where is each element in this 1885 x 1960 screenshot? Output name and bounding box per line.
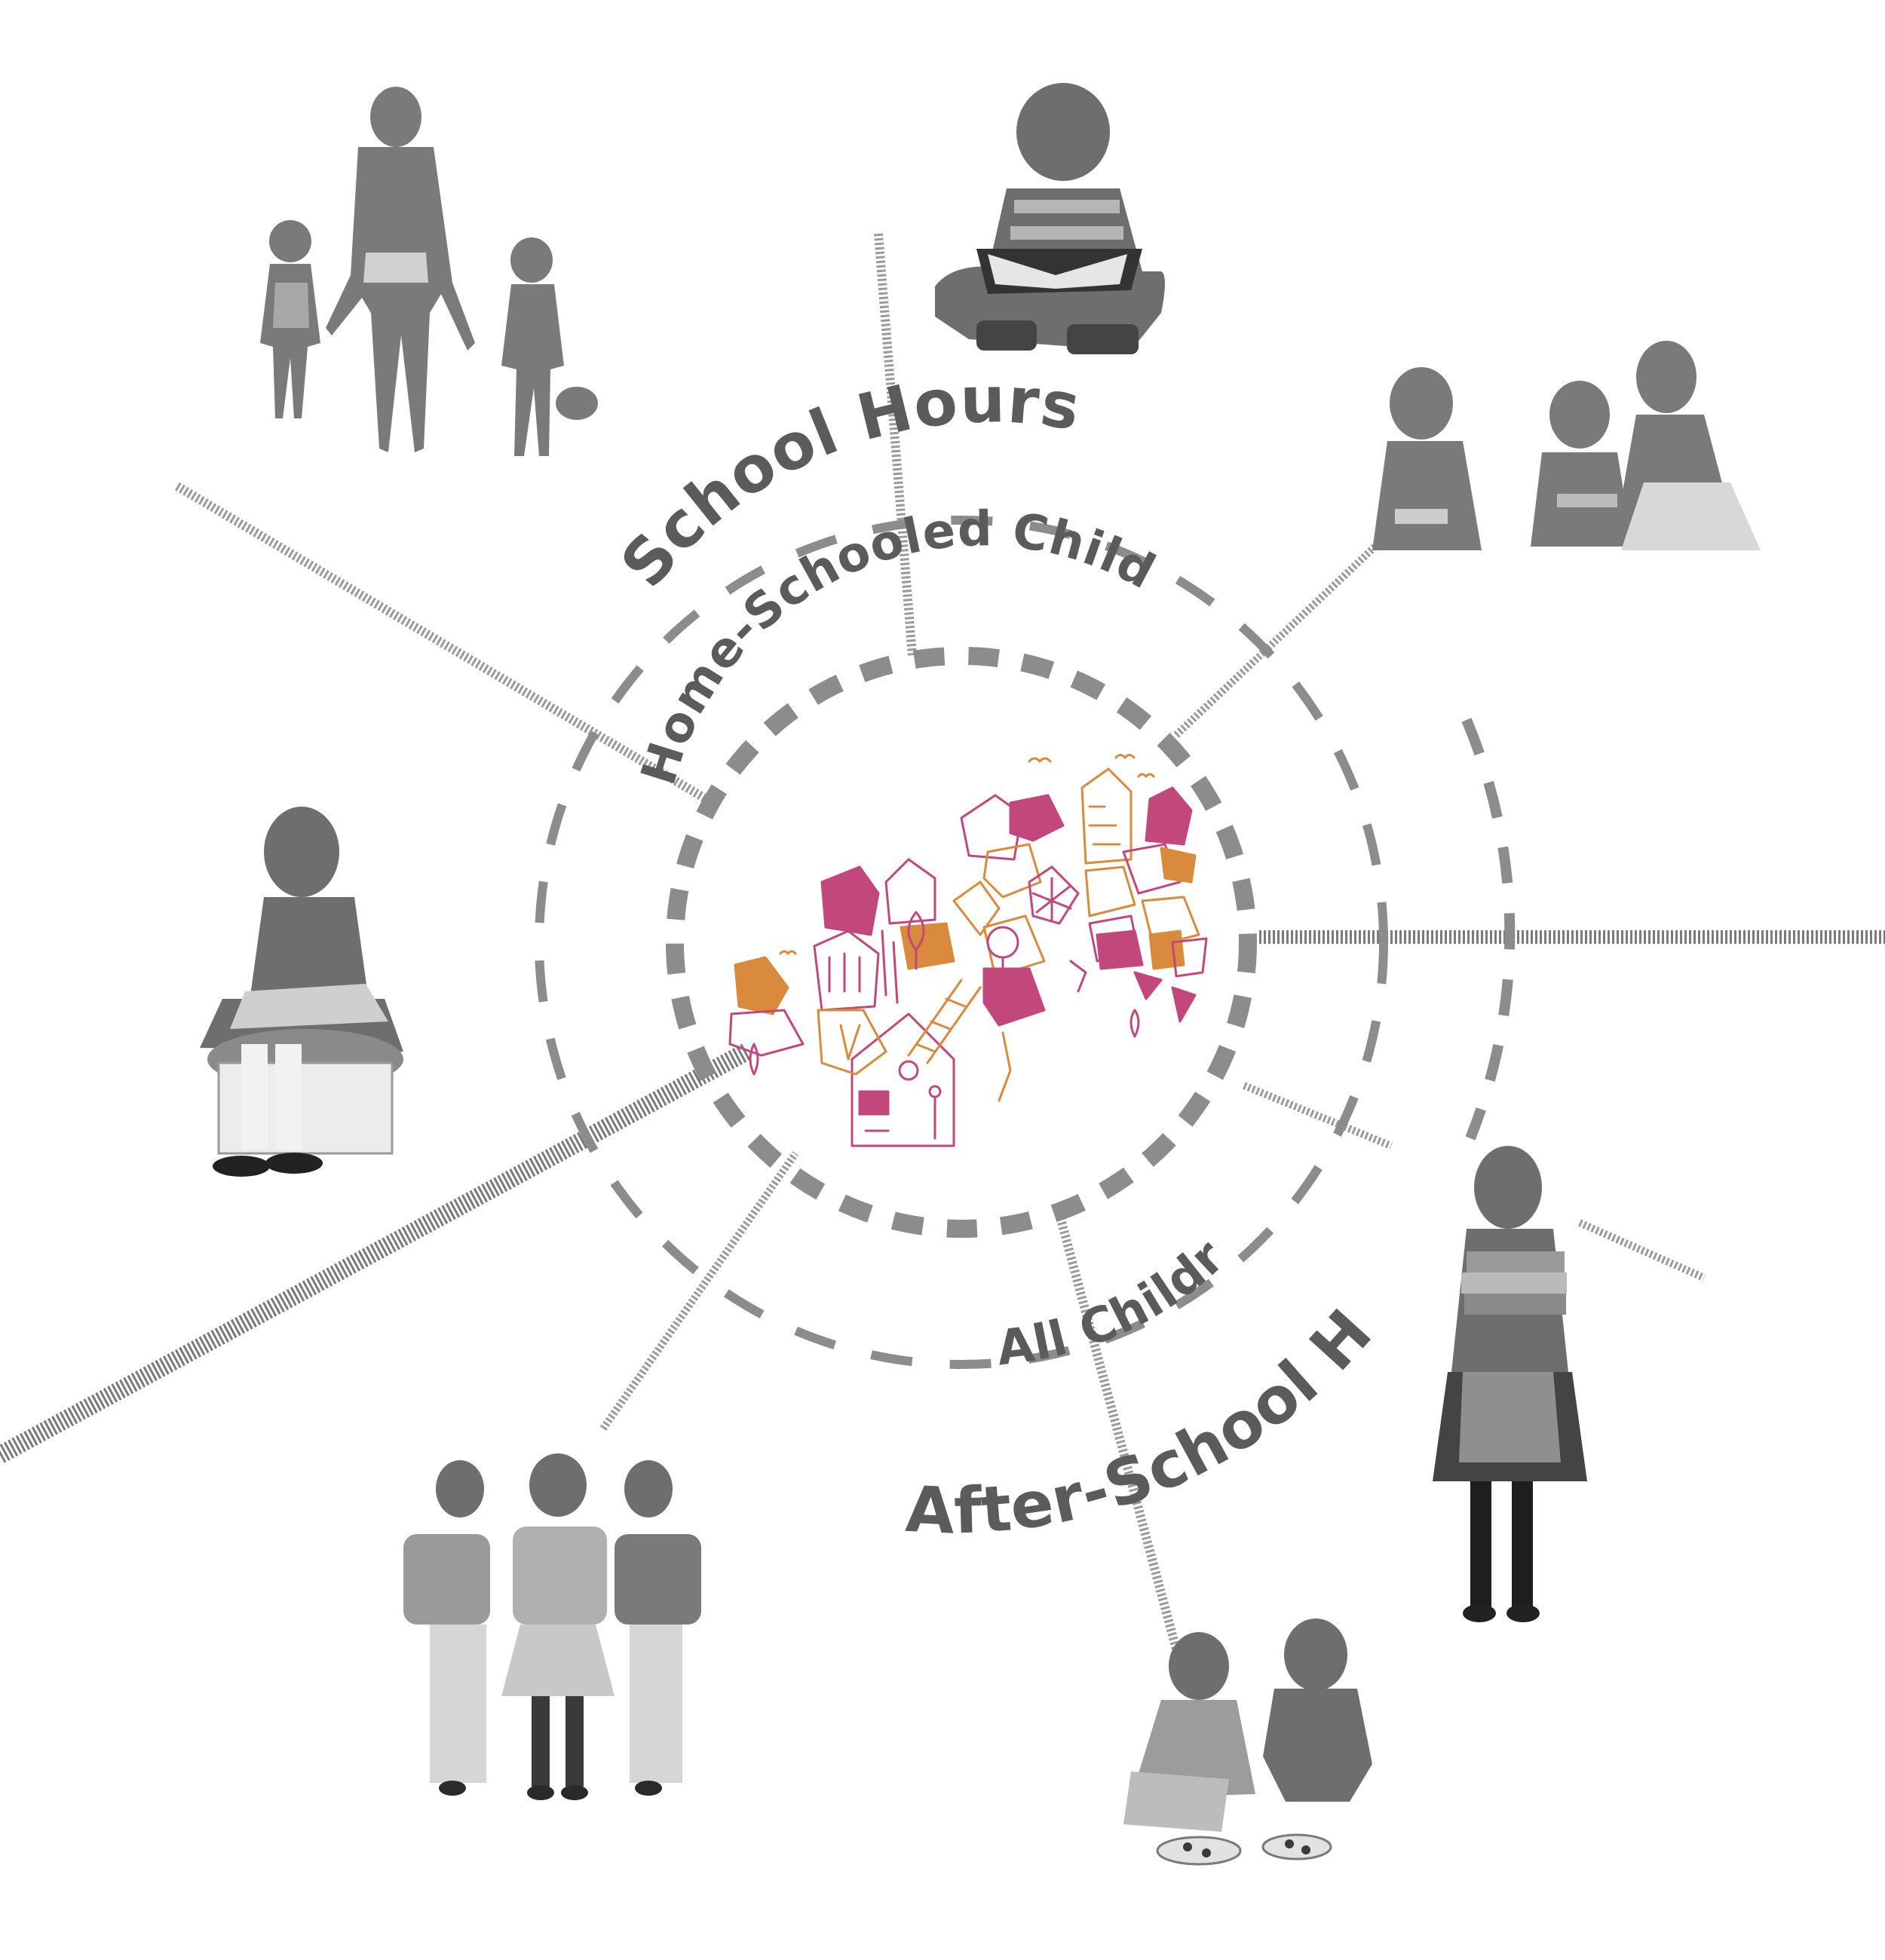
girl-writing-on-stool — [200, 807, 403, 1177]
tree-illustration — [749, 911, 1140, 1076]
ring-middle-school-hours — [535, 516, 1388, 1369]
right-cluster-illustration — [1069, 767, 1208, 1023]
rings — [535, 516, 1516, 1369]
spoke-lower-center-right — [1055, 1212, 1188, 1679]
upper-cluster-illustration — [820, 794, 1080, 1102]
ring-outer-right-arc — [1461, 718, 1516, 1141]
spoke-right-lower — [1243, 1082, 1393, 1150]
left-houses-illustration — [728, 929, 887, 1076]
three-children-with-backpacks — [403, 1453, 701, 1800]
teacher-holding-books — [1433, 1146, 1587, 1622]
spoke-upper-right — [1173, 525, 1398, 738]
ladder-illustration — [907, 978, 982, 1064]
two-children-painting — [1123, 1619, 1372, 1864]
boy-reading-book — [935, 83, 1165, 354]
spoke-top — [874, 233, 917, 657]
spoke-far-right — [1577, 1219, 1706, 1282]
spokes — [0, 233, 1885, 1679]
mother-with-two-children — [260, 87, 598, 456]
colored-house-drawing — [728, 754, 1208, 1147]
ring-inner-all-children — [666, 647, 1257, 1238]
ring-labels: School Hours Home-Schooled Children All … — [0, 0, 1386, 1548]
main-house-illustration — [851, 1012, 955, 1147]
birds-illustration — [779, 754, 1155, 955]
spoke-lower-center-left — [599, 1151, 799, 1431]
three-children-reading — [1372, 341, 1761, 550]
spoke-lower-left — [0, 1043, 751, 1463]
